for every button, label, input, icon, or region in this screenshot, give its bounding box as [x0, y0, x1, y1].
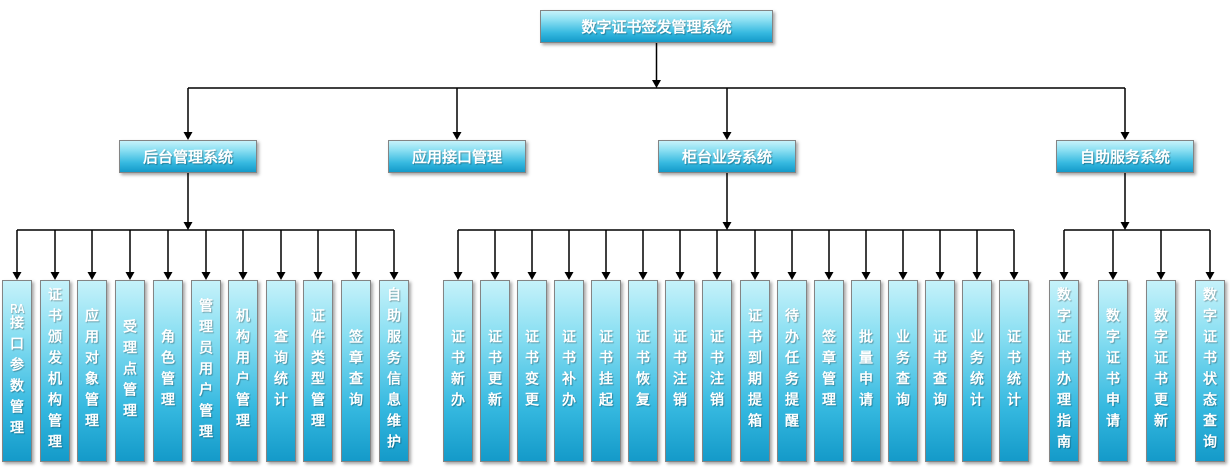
leaf-node-label: 数字证书状态查询 [1202, 287, 1218, 455]
node-self-service: 自助服务系统 [1056, 140, 1194, 173]
node-counter-business-label: 柜台业务系统 [681, 149, 772, 166]
leaf-node: 待办任务提醒 [777, 280, 807, 462]
leaf-node: 签章管理 [814, 280, 844, 462]
leaf-node: 证书注销 [702, 280, 732, 462]
leaf-node-label: 批量申请 [858, 329, 874, 413]
leaf-node: 证书补办 [554, 280, 584, 462]
leaf-node-label: 数字证书申请 [1105, 308, 1121, 434]
node-counter-business: 柜台业务系统 [658, 140, 796, 173]
leaf-node-label: 应用对象管理 [84, 308, 100, 434]
combined-latin-text: RA [10, 301, 25, 315]
node-self-service-label: 自助服务系统 [1079, 149, 1170, 166]
node-root-label: 数字证书签发管理系统 [581, 19, 732, 36]
leaf-node: 管理员用户管理 [191, 280, 221, 462]
leaf-node: 自助服务信息维护 [379, 280, 409, 462]
leaf-node: 应用对象管理 [77, 280, 107, 462]
leaf-node-label: 证书颁发机构管理 [47, 287, 63, 455]
leaf-node: 数字证书申请 [1098, 280, 1128, 462]
leaf-node-label: 查询统计 [273, 329, 289, 413]
leaf-node-label: 签章查询 [348, 329, 364, 413]
leaf-node-label: 证书恢复 [635, 329, 651, 413]
leaf-node-label: 证书注销 [709, 329, 725, 413]
leaf-node: RA接口参数管理 [2, 280, 32, 462]
leaf-node: 证书挂起 [591, 280, 621, 462]
leaf-node-label: 机构用户管理 [235, 308, 251, 434]
leaf-node-label: 签章管理 [821, 329, 837, 413]
leaf-node: 证书注销 [665, 280, 695, 462]
leaf-node-label: 业务查询 [895, 329, 911, 413]
leaf-node-label: 证书挂起 [598, 329, 614, 413]
leaf-node-label: 证书新办 [450, 329, 466, 413]
leaf-node-label: 自助服务信息维护 [386, 287, 402, 455]
leaf-node: 证书查询 [925, 280, 955, 462]
node-backend-management: 后台管理系统 [119, 140, 257, 173]
leaf-node-label: 证书统计 [1006, 329, 1022, 413]
node-root: 数字证书签发管理系统 [540, 10, 773, 43]
leaf-node-label: 证书更新 [487, 329, 503, 413]
leaf-node: 角色管理 [153, 280, 183, 462]
leaf-node: 受理点管理 [115, 280, 145, 462]
leaf-node-label: 数字证书办理指南 [1056, 287, 1072, 455]
leaf-node: 批量申请 [851, 280, 881, 462]
leaf-node: 证书恢复 [628, 280, 658, 462]
leaf-node-label: RA接口参数管理 [9, 301, 25, 441]
leaf-node: 数字证书办理指南 [1049, 280, 1079, 462]
leaf-node-label: 管理员用户管理 [198, 297, 214, 445]
leaf-node-label: 证件类型管理 [310, 308, 326, 434]
leaf-node: 数字证书更新 [1146, 280, 1176, 462]
node-backend-management-label: 后台管理系统 [142, 149, 233, 166]
leaf-node: 数字证书状态查询 [1195, 280, 1225, 462]
leaf-node: 业务统计 [962, 280, 992, 462]
leaf-node-label: 待办任务提醒 [784, 308, 800, 434]
leaf-node-label: 受理点管理 [122, 318, 138, 424]
leaf-node: 签章查询 [341, 280, 371, 462]
leaf-node: 机构用户管理 [228, 280, 258, 462]
leaf-node-label: 数字证书更新 [1153, 308, 1169, 434]
leaf-node: 证书变更 [517, 280, 547, 462]
leaf-node: 证书颁发机构管理 [40, 280, 70, 462]
leaf-node-label: 证书变更 [524, 329, 540, 413]
leaf-node-label: 证书补办 [561, 329, 577, 413]
leaf-node-label: 证书到期提箱 [747, 308, 763, 434]
leaf-node: 证书更新 [480, 280, 510, 462]
node-api-interface-management-label: 应用接口管理 [411, 149, 502, 166]
leaf-node: 证书新办 [443, 280, 473, 462]
leaf-node: 业务查询 [888, 280, 918, 462]
leaf-node-label: 角色管理 [160, 329, 176, 413]
leaf-node: 证件类型管理 [303, 280, 333, 462]
leaf-node: 查询统计 [266, 280, 296, 462]
node-api-interface-management: 应用接口管理 [388, 140, 526, 173]
leaf-node-label: 业务统计 [969, 329, 985, 413]
leaf-node: 证书到期提箱 [740, 280, 770, 462]
leaf-node-label: 证书注销 [672, 329, 688, 413]
leaf-node: 证书统计 [999, 280, 1029, 462]
leaf-node-label: 证书查询 [932, 329, 948, 413]
